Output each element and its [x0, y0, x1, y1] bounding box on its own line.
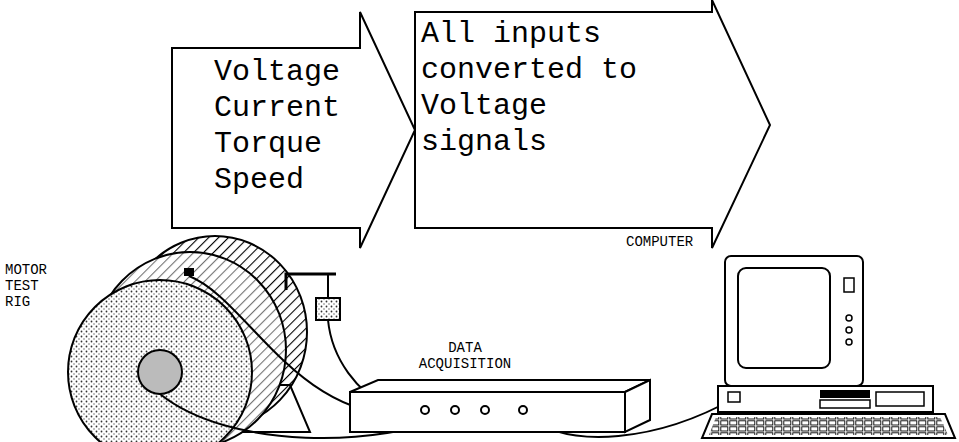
- keyboard-keys: [709, 417, 948, 435]
- monitor-knob: [846, 339, 852, 345]
- load-cell: [316, 298, 340, 320]
- speed-sensor: [184, 268, 194, 276]
- system-unit: [718, 386, 933, 412]
- daq-front: [350, 392, 625, 432]
- conversion-arrow: All inputs converted to Voltage signals: [415, 0, 772, 250]
- monitor-button: [844, 278, 854, 292]
- motor-test-rig: [68, 236, 340, 442]
- monitor-knob: [846, 315, 852, 321]
- input-arrow: VoltageCurrentTorqueSpeed: [172, 12, 417, 250]
- block-arrow-shape: [415, 0, 770, 248]
- power-switch: [728, 392, 740, 402]
- arrow-text-group: VoltageCurrentTorqueSpeed: [214, 54, 340, 198]
- data-acquisition-box: [350, 380, 650, 432]
- computer-label: COMPUTER: [626, 234, 706, 250]
- daq-connector: [451, 406, 459, 414]
- motor-shaft: [138, 350, 182, 394]
- daq-connector: [421, 406, 429, 414]
- disk-drive: [820, 400, 870, 408]
- disk-drive: [876, 392, 924, 406]
- arrow-text: Voltage: [214, 54, 340, 90]
- keyboard: [702, 414, 955, 438]
- arrow-text: Current: [214, 90, 340, 126]
- daq-connector: [481, 406, 489, 414]
- arrow-text: All inputs converted to Voltage signals: [421, 16, 691, 160]
- daq-connector: [519, 406, 527, 414]
- daq-side: [625, 380, 650, 432]
- monitor-knob: [846, 327, 852, 333]
- monitor-screen: [738, 268, 830, 368]
- arrow-text-group: All inputs converted to Voltage signals: [421, 16, 691, 160]
- motor-front-face: [68, 280, 252, 442]
- daq-label: DATA ACQUISITION: [400, 340, 530, 372]
- torque-arm-link: [327, 274, 329, 298]
- signal-wires: [160, 276, 735, 438]
- motor-label: MOTOR TEST RIG: [5, 262, 57, 310]
- monitor: [725, 256, 863, 386]
- block-arrow-shape: [172, 12, 415, 248]
- disk-drive: [820, 390, 870, 398]
- daq-top: [350, 380, 650, 392]
- computer: [702, 256, 955, 438]
- arrow-text: Speed: [214, 162, 340, 198]
- arrow-text: Torque: [214, 126, 340, 162]
